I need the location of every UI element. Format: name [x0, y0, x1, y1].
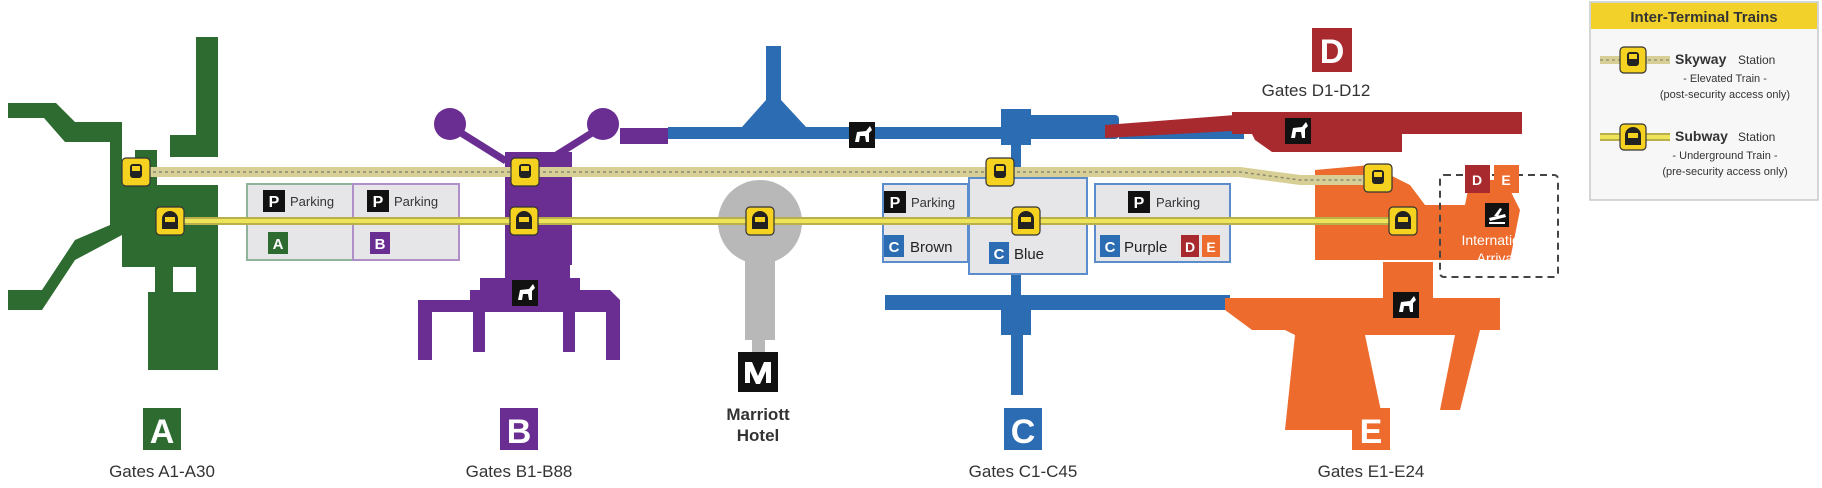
terminal-e-building — [1225, 165, 1520, 430]
hall-b-badge: B — [370, 232, 390, 254]
parking-label: Parking — [1156, 195, 1200, 210]
parking-icon: P — [890, 195, 901, 212]
svg-text:C: C — [889, 239, 900, 256]
legend-subway-row: Subway Station - Underground Train - (pr… — [1600, 123, 1788, 178]
legend-title: Inter-Terminal Trains — [1630, 9, 1777, 26]
parking-label: Parking — [911, 195, 955, 210]
hall-c-blue-label: C Blue — [989, 242, 1044, 264]
legend-skyway-desc2: (post-security access only) — [1660, 89, 1790, 101]
parking-label-a[interactable]: P Parking — [263, 190, 334, 212]
terminal-e-label[interactable]: E Gates E1-E24 — [1318, 408, 1425, 481]
terminal-d-label[interactable]: D Gates D1-D12 — [1262, 28, 1371, 100]
terminal-c-gates: Gates C1-C45 — [969, 462, 1078, 481]
legend-panel: Inter-Terminal Trains Skyway Station - E… — [1589, 1, 1819, 201]
svg-text:E: E — [1206, 239, 1215, 255]
terminal-c-letter: C — [1011, 413, 1036, 451]
terminal-d-building — [1105, 112, 1522, 152]
hotel-name-line2: Hotel — [737, 426, 780, 445]
hall-c-brown-label: C Brown — [884, 235, 953, 257]
international-arrivals-line1: International — [1461, 232, 1538, 248]
parking-label-c-brown[interactable]: P Parking — [884, 191, 955, 213]
legend-skyway-suffix: Station — [1738, 53, 1775, 67]
skyway-track — [135, 167, 1380, 185]
subway-station-a[interactable] — [155, 206, 185, 236]
pet-relief-icon — [512, 280, 538, 306]
parking-icon: P — [1134, 195, 1145, 212]
terminal-e-letter: E — [1360, 413, 1383, 451]
terminal-e-gates: Gates E1-E24 — [1318, 462, 1425, 481]
pet-relief-icon — [849, 122, 875, 148]
terminal-a-label[interactable]: A Gates A1-A30 — [109, 408, 215, 481]
terminal-c-label[interactable]: C Gates C1-C45 — [969, 408, 1078, 481]
skyway-station-de[interactable] — [1363, 163, 1393, 193]
marriott-hotel-building — [718, 180, 802, 355]
terminal-d-gates: Gates D1-D12 — [1262, 81, 1371, 100]
terminal-a-gates: Gates A1-A30 — [109, 462, 215, 481]
terminal-b-label[interactable]: B Gates B1-B88 — [466, 408, 573, 481]
skyway-station-a[interactable] — [121, 157, 151, 187]
skyway-station-b[interactable] — [510, 157, 540, 187]
parking-label-b[interactable]: P Parking — [367, 190, 438, 212]
parking-icon: P — [269, 194, 280, 211]
legend-subway-name: Subway — [1675, 128, 1728, 144]
international-arrivals-line2: Arrivals — [1477, 250, 1524, 266]
parking-label-c-purple[interactable]: P Parking — [1128, 191, 1200, 213]
legend-subway-suffix: Station — [1738, 130, 1775, 144]
svg-text:A: A — [273, 236, 284, 253]
plane-arrival-icon — [1485, 203, 1509, 227]
legend-subway-desc2: (pre-security access only) — [1662, 166, 1787, 178]
legend-skyway-row: Skyway Station - Elevated Train - (post-… — [1600, 46, 1790, 101]
subway-station-e[interactable] — [1388, 206, 1418, 236]
terminal-b-gates: Gates B1-B88 — [466, 462, 573, 481]
hotel-name-line1: Marriott — [726, 405, 790, 424]
legend-subway-desc1: - Underground Train - — [1672, 150, 1777, 162]
hall-c-purple-label: C Purple D E — [1100, 235, 1220, 257]
terminal-d-letter: D — [1320, 33, 1345, 71]
hall-a-badge: A — [268, 232, 288, 254]
parking-label: Parking — [290, 194, 334, 209]
svg-text:C: C — [994, 246, 1005, 263]
skyway-train-icon — [1619, 46, 1647, 74]
international-de-badge: D E — [1465, 165, 1519, 193]
subway-train-icon — [1619, 123, 1647, 151]
svg-text:Brown: Brown — [910, 239, 953, 256]
terminal-a-building — [8, 37, 218, 370]
pet-relief-icon — [1393, 292, 1419, 318]
legend-skyway-desc1: - Elevated Train - — [1683, 73, 1767, 85]
pet-relief-icon — [1285, 118, 1311, 144]
terminal-a-letter: A — [150, 413, 175, 451]
parking-icon: P — [373, 194, 384, 211]
svg-text:D: D — [1185, 239, 1195, 255]
terminal-c-building — [668, 46, 1285, 395]
subway-station-c[interactable] — [1011, 206, 1041, 236]
marriott-logo-icon — [738, 352, 778, 392]
international-badge-e: E — [1501, 172, 1510, 188]
svg-text:B: B — [375, 236, 386, 253]
parking-label: Parking — [394, 194, 438, 209]
legend-skyway-name: Skyway — [1675, 51, 1727, 67]
terminal-b-letter: B — [507, 413, 532, 451]
skyway-station-c[interactable] — [985, 157, 1015, 187]
subway-station-hotel[interactable] — [745, 206, 775, 236]
svg-text:C: C — [1105, 239, 1116, 256]
svg-text:Purple: Purple — [1124, 239, 1167, 256]
international-badge-d: D — [1472, 172, 1482, 188]
svg-text:Blue: Blue — [1014, 246, 1044, 263]
subway-station-b[interactable] — [509, 206, 539, 236]
